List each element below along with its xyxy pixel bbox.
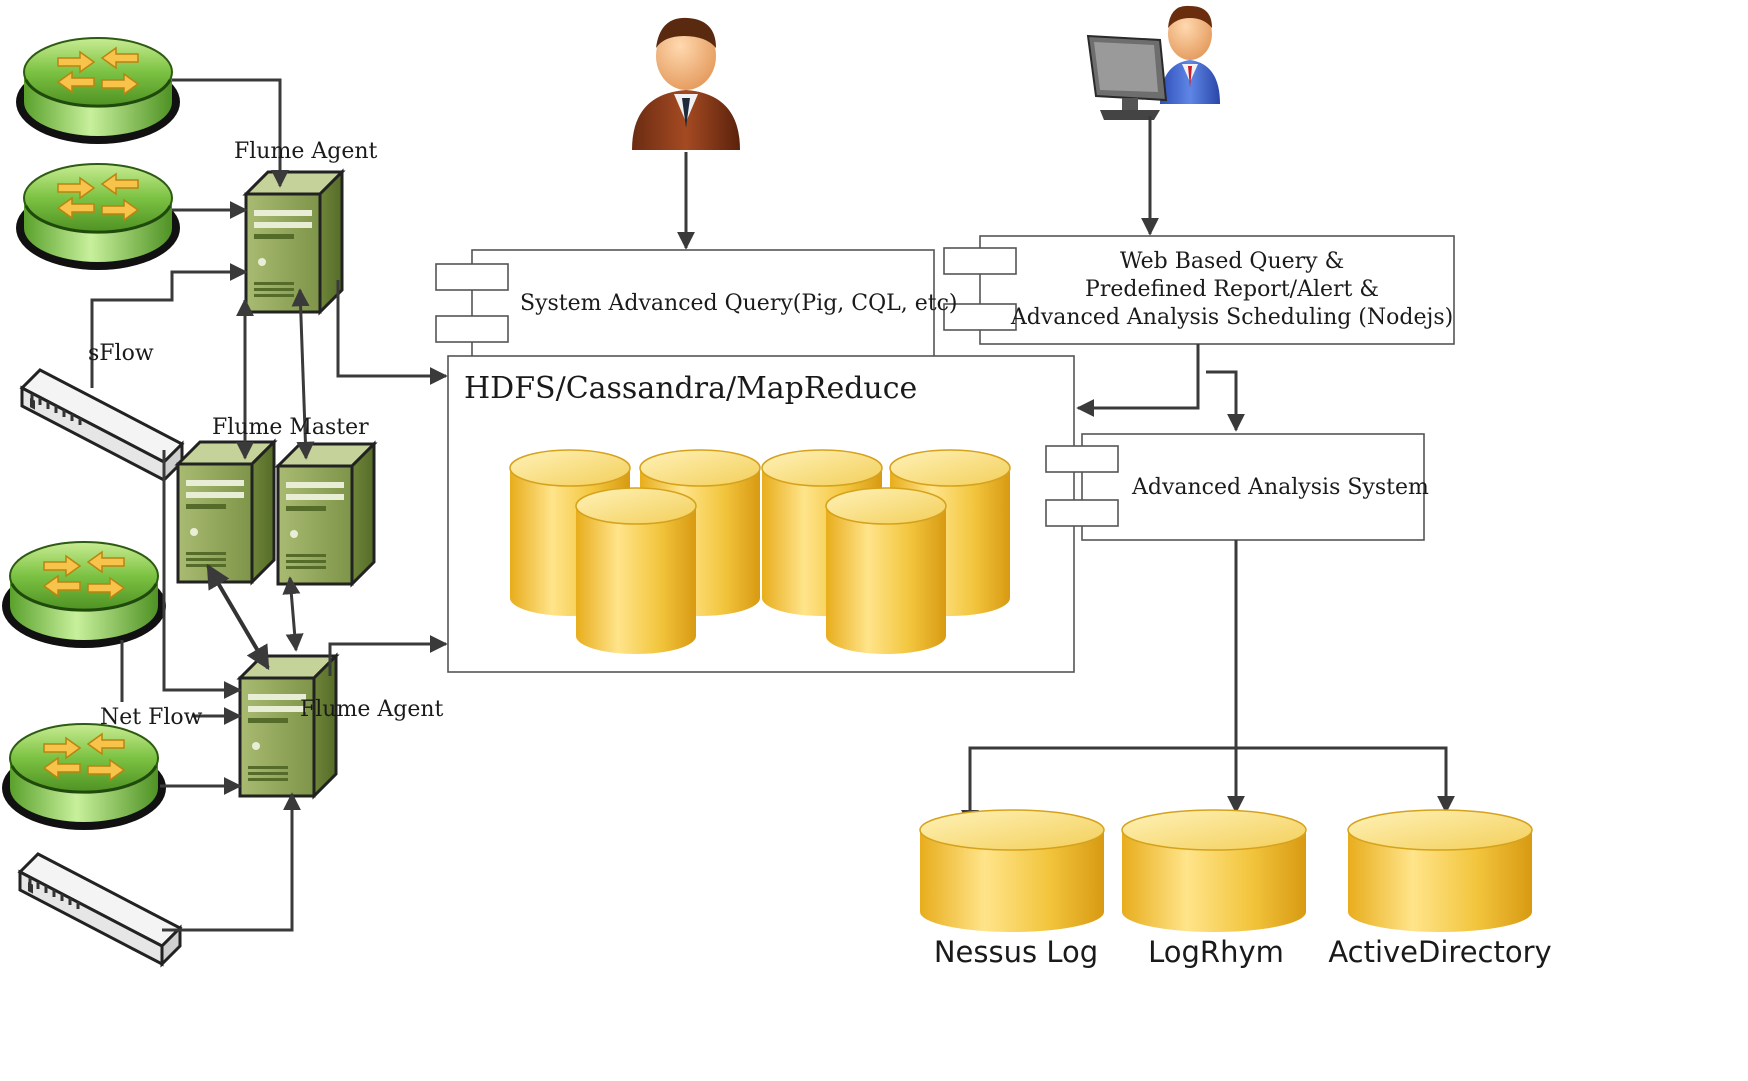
router-icon xyxy=(0,540,168,650)
router-icon xyxy=(14,36,182,146)
web-query-line3: Advanced Analysis Scheduling (Nodejs) xyxy=(1010,305,1453,330)
nessus-log-label: Nessus Log xyxy=(934,935,1098,969)
web-query-line1: Web Based Query & xyxy=(1120,249,1344,274)
server-icon xyxy=(176,440,276,584)
flume-agent-bottom-label: Flume Agent xyxy=(300,697,444,722)
database-icon xyxy=(919,809,1105,933)
hdfs-title: HDFS/Cassandra/MapReduce xyxy=(464,371,917,406)
net-flow-label: Net Flow xyxy=(100,705,203,730)
database-icon xyxy=(1121,809,1307,933)
database-icon xyxy=(1347,809,1533,933)
user-icon xyxy=(632,17,740,150)
router-icon xyxy=(14,162,182,272)
database-icon xyxy=(825,487,947,655)
server-icon xyxy=(238,654,338,798)
router-icon xyxy=(0,722,168,832)
connectors-users xyxy=(677,116,1159,250)
sflow-label: sFlow xyxy=(88,341,154,366)
logrhym-label: LogRhym xyxy=(1148,935,1284,969)
server-icon xyxy=(276,442,376,586)
database-icon xyxy=(575,487,697,655)
connectors-left xyxy=(90,78,448,932)
web-query-component xyxy=(943,235,1455,345)
connectors-right xyxy=(961,344,1455,828)
network-switch-icon xyxy=(20,368,184,482)
system-advanced-query-component xyxy=(435,249,935,361)
workstation-user-icon xyxy=(1086,5,1220,120)
web-query-line2: Predefined Report/Alert & xyxy=(1085,277,1379,302)
system-query-label: System Advanced Query(Pig, CQL, etc) xyxy=(520,291,958,316)
advanced-analysis-label: Advanced Analysis System xyxy=(1131,475,1429,500)
activedirectory-label: ActiveDirectory xyxy=(1328,935,1551,969)
flume-master-label: Flume Master xyxy=(212,415,369,440)
advanced-analysis-component xyxy=(1045,433,1425,541)
flume-agent-top-label: Flume Agent xyxy=(234,139,378,164)
network-switch-icon xyxy=(18,852,182,966)
server-icon xyxy=(244,170,344,314)
